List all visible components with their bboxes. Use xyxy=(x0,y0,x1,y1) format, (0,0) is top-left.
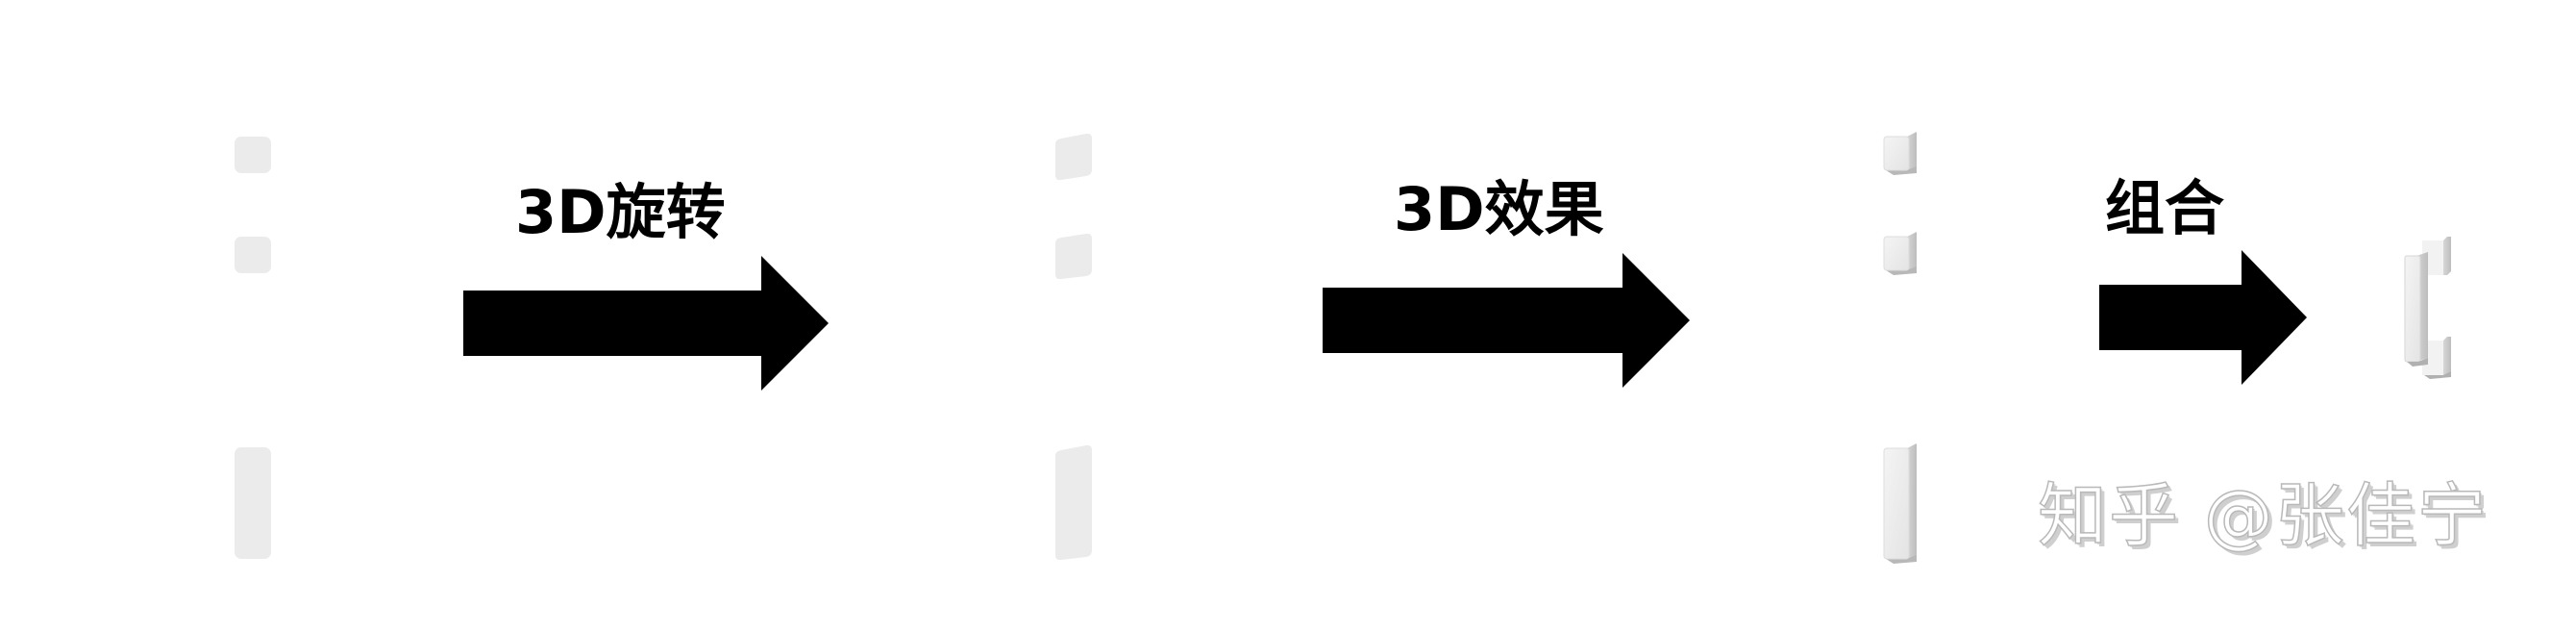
step-label-3d-effect: 3D效果 xyxy=(1394,174,1604,244)
stage-2-rotated-shapes xyxy=(1055,133,1092,561)
stage-3-extruded-shapes xyxy=(1883,132,1917,564)
flat-bar-bottom xyxy=(235,447,271,559)
extruded-square-middle xyxy=(1883,232,1917,275)
rotated-square-middle xyxy=(1055,233,1092,280)
step-label-combine: 组合 xyxy=(2105,173,2225,243)
stage-4-combined-shape xyxy=(2404,237,2451,379)
arrow-2 xyxy=(1323,253,1690,388)
extruded-bar-bottom xyxy=(1883,443,1917,564)
rotated-bar-bottom xyxy=(1055,444,1092,561)
stage-1-flat-shapes xyxy=(235,137,271,559)
step-label-3d-rotation: 3D旋转 xyxy=(515,177,726,247)
arrow-1 xyxy=(463,256,829,391)
extruded-square-top xyxy=(1883,132,1917,175)
watermark-text: 知乎 @张佳宁 xyxy=(2037,475,2489,556)
flat-square-middle xyxy=(235,237,271,273)
rotated-square-top xyxy=(1055,133,1092,181)
flat-square-top xyxy=(235,137,271,173)
arrow-3 xyxy=(2099,250,2307,385)
